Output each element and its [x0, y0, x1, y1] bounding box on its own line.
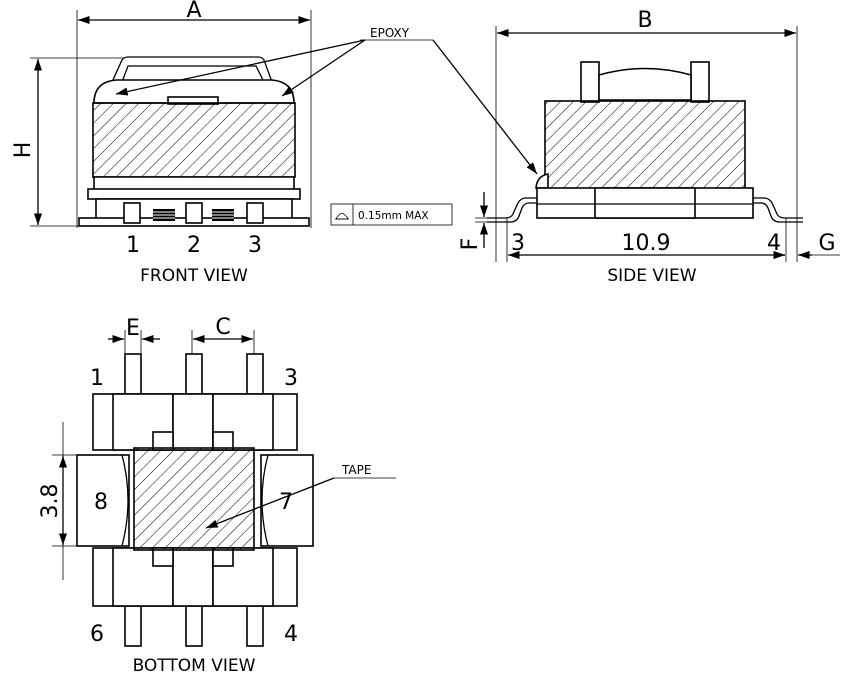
bottom-pin-6-label: 6 — [90, 622, 104, 647]
front-view: A H 1 2 — [11, 0, 453, 286]
side-core — [544, 100, 746, 190]
bottom-core-tape — [133, 447, 255, 551]
dimension-f-label: F — [458, 238, 483, 251]
coplanarity-label: 0.15mm MAX — [358, 210, 429, 222]
front-pin-1 — [123, 202, 141, 224]
front-view-title: FRONT VIEW — [140, 266, 248, 286]
pad-7 — [260, 454, 314, 547]
side-lead-left — [487, 197, 537, 219]
side-pin-4-label: 4 — [767, 231, 781, 256]
front-pin-1-label: 1 — [126, 233, 140, 258]
dimension-c-label: C — [215, 315, 230, 340]
bottom-pin-4-label: 4 — [284, 622, 298, 647]
front-wire-leads — [153, 209, 234, 221]
bottom-pin-6 — [124, 603, 142, 647]
epoxy-label: EPOXY — [370, 26, 410, 40]
front-pin-2 — [185, 202, 203, 224]
bottom-pin-1 — [124, 353, 142, 397]
bottom-view: E C 8 7 — [38, 315, 396, 676]
front-pin-3 — [246, 202, 264, 224]
pad-8 — [76, 454, 130, 547]
bottom-pin-1-label: 1 — [90, 366, 104, 391]
dimension-a-label: A — [186, 0, 201, 23]
bottom-pin-4 — [246, 603, 264, 647]
bottom-view-title: BOTTOM VIEW — [133, 656, 256, 676]
front-core — [92, 102, 296, 178]
dimension-e-label: E — [126, 316, 140, 341]
pad-8-label: 8 — [94, 490, 108, 515]
front-pin-3-label: 3 — [248, 233, 262, 258]
bottom-pin-3 — [246, 353, 264, 397]
bottom-pin-5 — [185, 603, 203, 647]
side-view: B F 10.9 3 4 G SIDE VIEW — [458, 8, 840, 286]
coplanarity-callout: 0.15mm MAX — [330, 203, 453, 226]
dimension-length-label: 10.9 — [622, 231, 671, 256]
bottom-pin-3-label: 3 — [284, 366, 298, 391]
dimension-g-label: G — [818, 231, 835, 256]
side-lead-right — [753, 197, 803, 219]
epoxy-callout: EPOXY — [115, 26, 538, 175]
dimension-width-label: 3.8 — [38, 484, 63, 519]
front-pin-2-label: 2 — [187, 233, 201, 258]
dimension-b-label: B — [637, 8, 652, 33]
side-view-title: SIDE VIEW — [607, 266, 696, 286]
dimension-h-label: H — [11, 142, 36, 159]
bottom-pin-2 — [185, 353, 203, 397]
pad-7-label: 7 — [279, 490, 293, 515]
tape-label: TAPE — [341, 463, 371, 477]
side-pin-3-label: 3 — [511, 231, 525, 256]
